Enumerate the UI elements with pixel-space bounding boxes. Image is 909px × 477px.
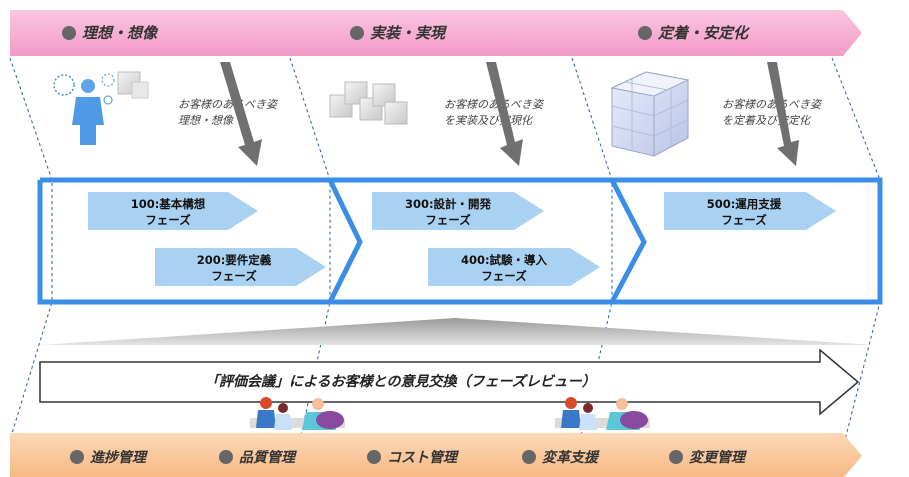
mgmt-bullet-4 xyxy=(522,450,536,464)
mgmt-bullet-2 xyxy=(219,450,233,464)
phase-500-code: 500:運用支援 xyxy=(707,197,782,211)
note-3-line2: を定着及び安定化 xyxy=(722,114,812,127)
mgmt-label-2: 品質管理 xyxy=(239,449,297,466)
mgmt-bullet-1 xyxy=(70,450,84,464)
assembled-cube-icon xyxy=(610,71,690,157)
review-label: 「評価会議」によるお客様との意見交換（フェーズレビュー） xyxy=(205,373,596,390)
phase-100-suffix: フェーズ xyxy=(145,213,191,227)
note-1-line2: 理想・想像 xyxy=(178,114,234,127)
meeting-illustration-2-icon xyxy=(555,397,650,430)
stage-bullet-1 xyxy=(62,26,76,40)
stage-label-1: 理想・想像 xyxy=(82,24,159,42)
phase-500-suffix: フェーズ xyxy=(721,213,767,227)
note-3-line1: お客様のあるべき姿 xyxy=(722,98,823,111)
stage-bullet-2 xyxy=(350,26,364,40)
stage-bullet-3 xyxy=(638,26,652,40)
phase-400-suffix: フェーズ xyxy=(481,269,527,283)
down-arrows xyxy=(220,62,799,166)
person-thinking-icon xyxy=(53,71,149,145)
meeting-illustration-1-icon xyxy=(250,397,345,430)
phase-arrow-500: 500:運用支援 フェーズ xyxy=(664,192,836,230)
mgmt-label-5: 変更管理 xyxy=(689,449,747,466)
phase-arrow-300: 300:設計・開発 フェーズ xyxy=(372,192,544,230)
mgmt-bullet-3 xyxy=(367,450,381,464)
phase-100-code: 100:基本構想 xyxy=(131,197,206,211)
mgmt-label-4: 変革支援 xyxy=(542,449,600,466)
mgmt-label-3: コスト管理 xyxy=(387,449,459,466)
mgmt-label-1: 進捗管理 xyxy=(90,449,148,466)
spread-triangle xyxy=(40,318,875,345)
phase-arrow-400: 400:試験・導入 フェーズ xyxy=(428,248,600,286)
phase-300-suffix: フェーズ xyxy=(425,213,471,227)
mgmt-bullet-5 xyxy=(669,450,683,464)
top-banner xyxy=(10,10,862,56)
stage-label-3: 定着・安定化 xyxy=(657,24,750,42)
note-2-line1: お客様のあるべき姿 xyxy=(444,98,545,111)
note-1-line1: お客様のあるべき姿 xyxy=(178,98,279,111)
phase-arrow-200: 200:要件定義 フェーズ xyxy=(155,248,326,286)
note-2-line2: を実装及び実現化 xyxy=(444,114,534,127)
phase-200-suffix: フェーズ xyxy=(211,269,257,283)
stage-label-2: 実装・実現 xyxy=(370,24,448,42)
phase-400-code: 400:試験・導入 xyxy=(461,253,548,267)
scattered-cubes-icon xyxy=(329,81,408,125)
review-arrow xyxy=(39,348,860,416)
bottom-banner xyxy=(10,433,862,477)
phase-arrow-100: 100:基本構想 フェーズ xyxy=(88,192,258,230)
phase-200-code: 200:要件定義 xyxy=(197,253,272,267)
phase-frame xyxy=(37,177,883,305)
phase-300-code: 300:設計・開発 xyxy=(405,197,492,211)
